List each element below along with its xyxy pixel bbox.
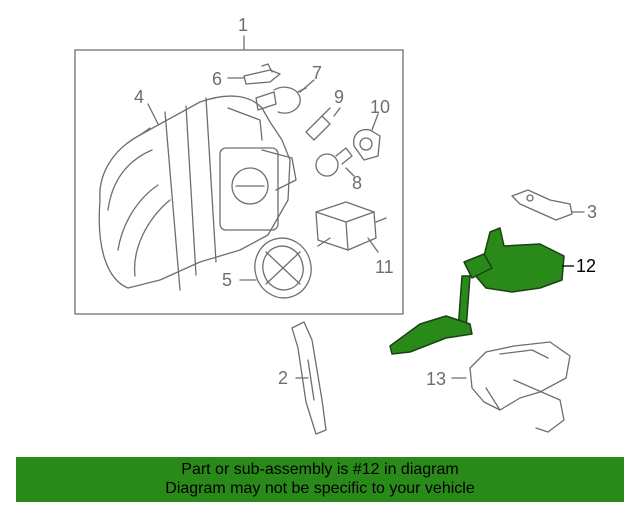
callout-7: 7	[312, 63, 323, 83]
info-banner: Part or sub-assembly is #12 in diagram D…	[16, 457, 624, 502]
bulb-9	[305, 107, 331, 141]
callout-12: 12	[576, 256, 597, 276]
leveling-motor	[315, 201, 387, 251]
bulb-holder-6	[243, 63, 281, 85]
callout-10: 10	[370, 97, 391, 117]
callout-13: 13	[426, 369, 447, 389]
parts-diagram	[74, 35, 585, 435]
callout-1: 1	[238, 15, 249, 35]
socket-10	[353, 128, 381, 161]
clip-3	[511, 189, 573, 221]
callout-9: 9	[334, 87, 345, 107]
callout-4: 4	[134, 87, 145, 107]
callout-3: 3	[587, 202, 598, 222]
bracket-2	[291, 321, 327, 435]
callout-8: 8	[352, 173, 363, 193]
headlamp-housing	[98, 95, 297, 291]
callout-11: 11	[375, 257, 394, 277]
level-sensor-13	[469, 341, 571, 433]
bulb-7	[255, 86, 307, 114]
level-sensor-12-highlighted	[389, 227, 565, 355]
banner-line-1: Part or sub-assembly is #12 in diagram	[181, 461, 459, 478]
banner-line-2: Diagram may not be specific to your vehi…	[165, 480, 475, 497]
assembly-box	[74, 49, 404, 315]
callout-5: 5	[222, 270, 233, 290]
bulb-8	[315, 147, 353, 177]
callout-6: 6	[212, 69, 223, 89]
callout-2: 2	[278, 368, 289, 388]
gasket	[254, 237, 312, 299]
